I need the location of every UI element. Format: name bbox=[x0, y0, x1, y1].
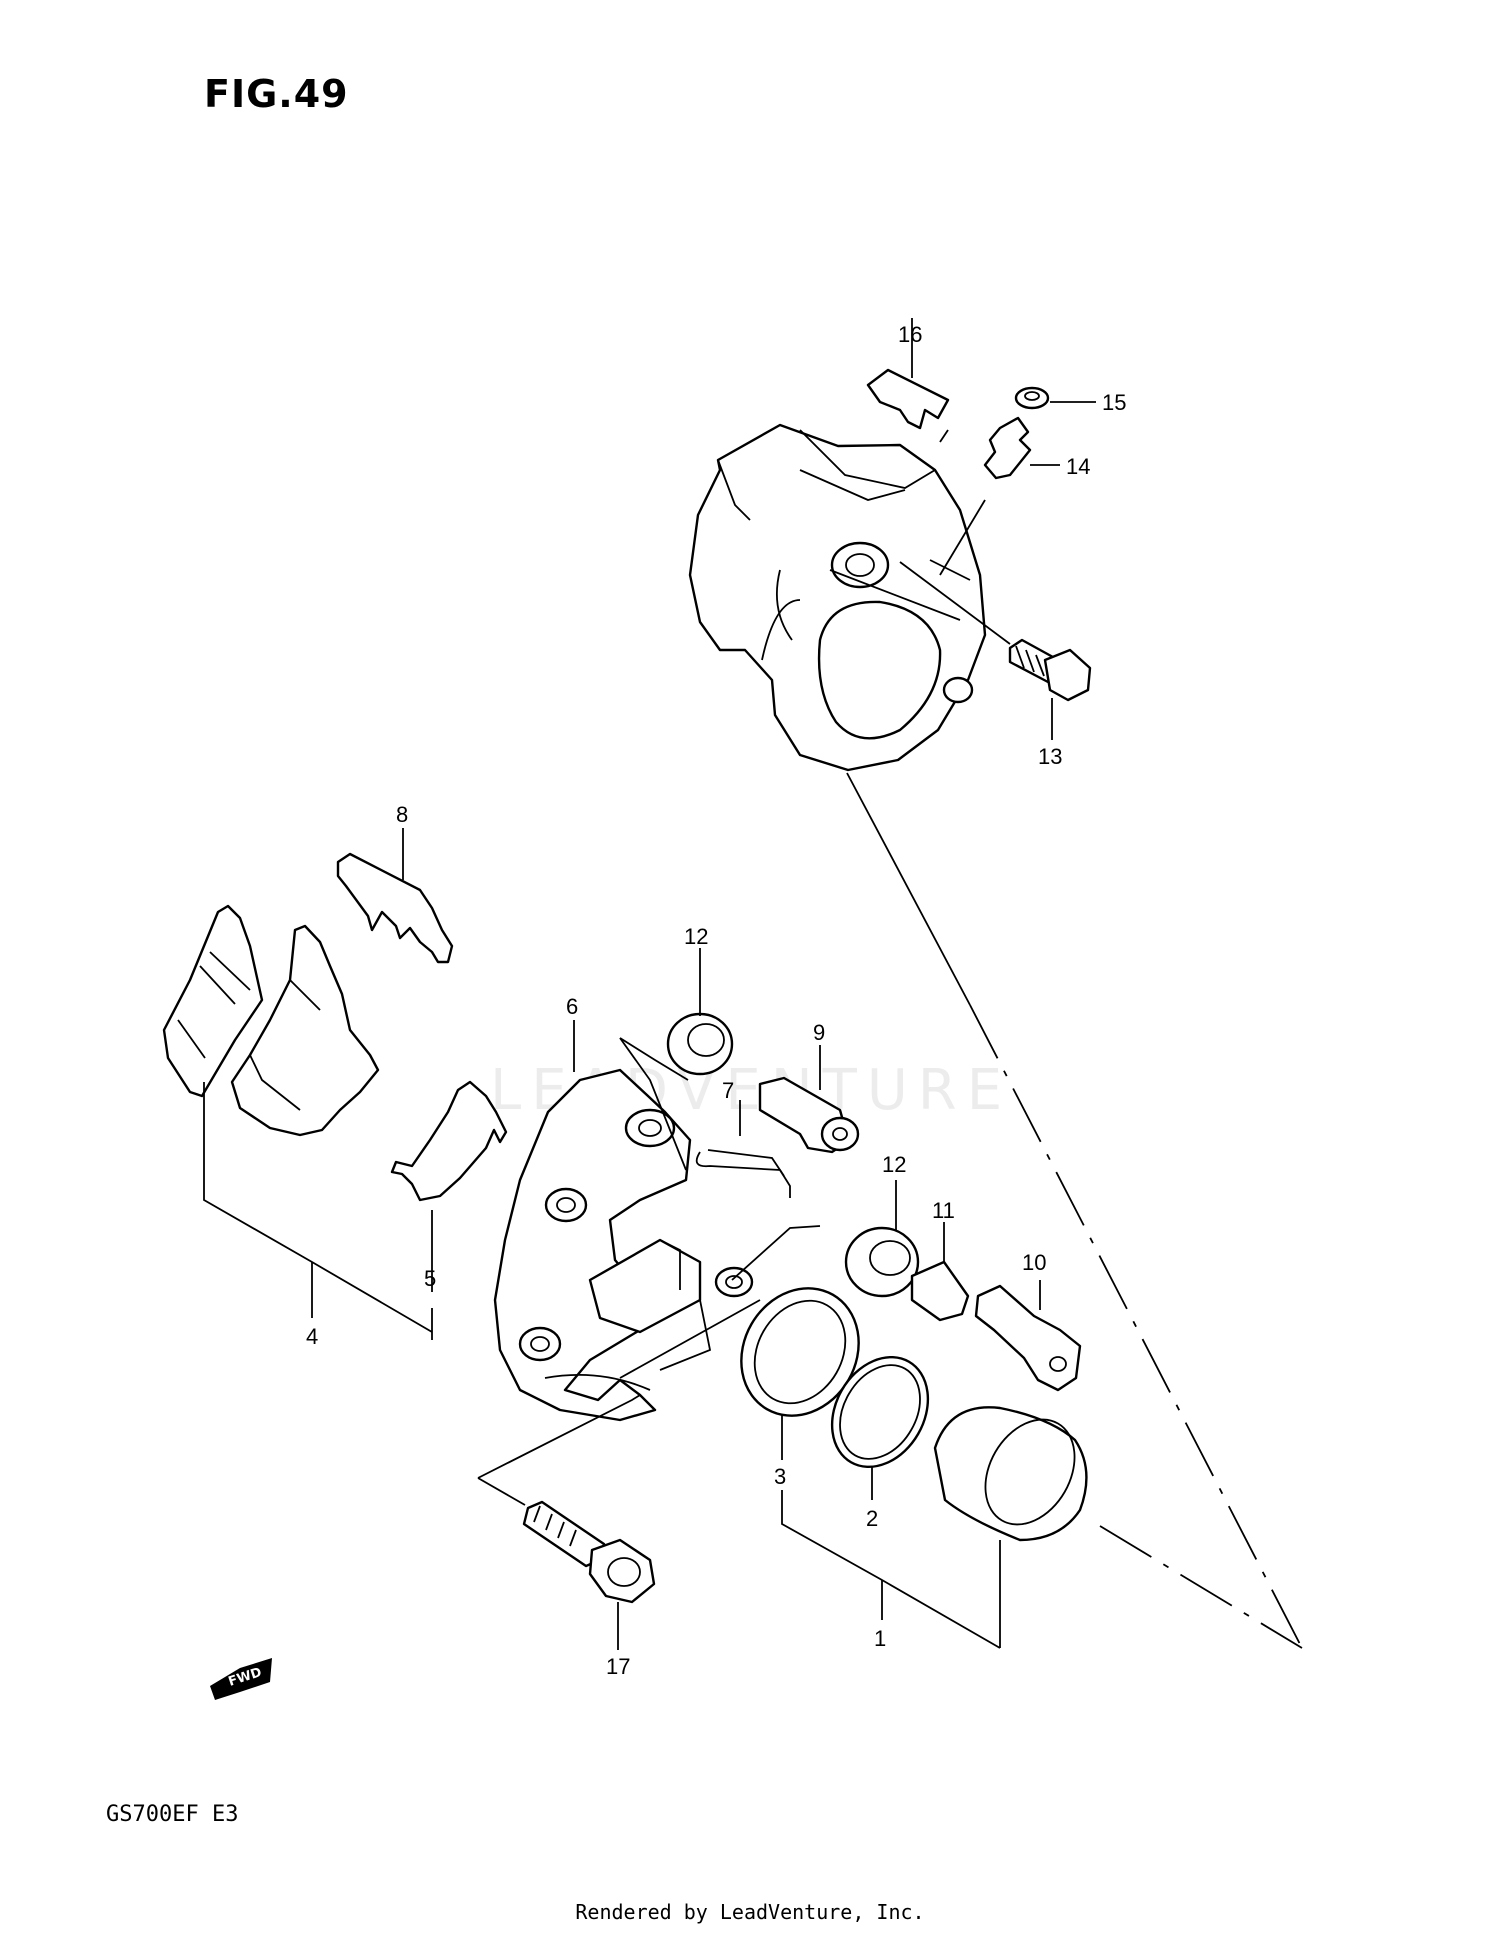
callout-12-upper: 12 bbox=[684, 924, 708, 949]
callout-8: 8 bbox=[396, 802, 408, 827]
part-8-pad-spring bbox=[336, 852, 454, 964]
callout-3: 3 bbox=[774, 1464, 786, 1489]
part-12-upper-boot bbox=[666, 1012, 734, 1076]
part-14-bleeder-valve bbox=[983, 416, 1032, 480]
render-credit: Rendered by LeadVenture, Inc. bbox=[575, 1900, 925, 1924]
callout-17: 17 bbox=[606, 1654, 630, 1679]
callout-2: 2 bbox=[866, 1506, 878, 1531]
callout-6: 6 bbox=[566, 994, 578, 1019]
callout-5: 5 bbox=[424, 1266, 436, 1291]
callout-4: 4 bbox=[306, 1324, 318, 1349]
figure-title: FIG.49 bbox=[204, 72, 349, 116]
callout-10: 10 bbox=[1022, 1250, 1046, 1275]
callout-9: 9 bbox=[813, 1020, 825, 1045]
callout-1: 1 bbox=[874, 1626, 886, 1651]
part-9-slide-pin bbox=[758, 1076, 860, 1154]
part-6-caliper-bracket bbox=[493, 1068, 761, 1422]
caliper-housing bbox=[688, 423, 987, 772]
callout-14: 14 bbox=[1066, 454, 1090, 479]
part-12-lower-boot bbox=[844, 1226, 920, 1298]
part-15-bleeder-cap bbox=[1014, 386, 1050, 410]
part-11-sleeve bbox=[910, 1260, 970, 1322]
callout-15: 15 bbox=[1102, 390, 1126, 415]
callout-11: 11 bbox=[932, 1198, 955, 1223]
fwd-arrow-icon: FWD bbox=[210, 1658, 272, 1700]
part-2-piston-seal bbox=[830, 1355, 930, 1469]
callout-labels: 16 15 14 13 8 12 6 9 7 12 11 10 4 5 3 2 … bbox=[306, 322, 1126, 1679]
part-17-caliper-bolt bbox=[522, 1500, 656, 1604]
part-16-pad-clip bbox=[866, 368, 950, 430]
part-7-retaining-clip bbox=[695, 1149, 791, 1198]
leader-lines bbox=[203, 318, 1303, 1650]
model-code: GS700EF E3 bbox=[106, 1802, 239, 1827]
callout-13: 13 bbox=[1038, 744, 1062, 769]
part-13-mounting-bolt bbox=[1008, 638, 1092, 702]
callout-7: 7 bbox=[722, 1078, 734, 1103]
callout-16: 16 bbox=[898, 322, 922, 347]
part-5-pad-shim bbox=[390, 1080, 508, 1202]
part-1-piston bbox=[933, 1406, 1088, 1542]
part-4-brake-pad-set bbox=[162, 904, 380, 1137]
callout-12-lower: 12 bbox=[882, 1152, 906, 1177]
part-10-guide-pin bbox=[974, 1284, 1082, 1392]
